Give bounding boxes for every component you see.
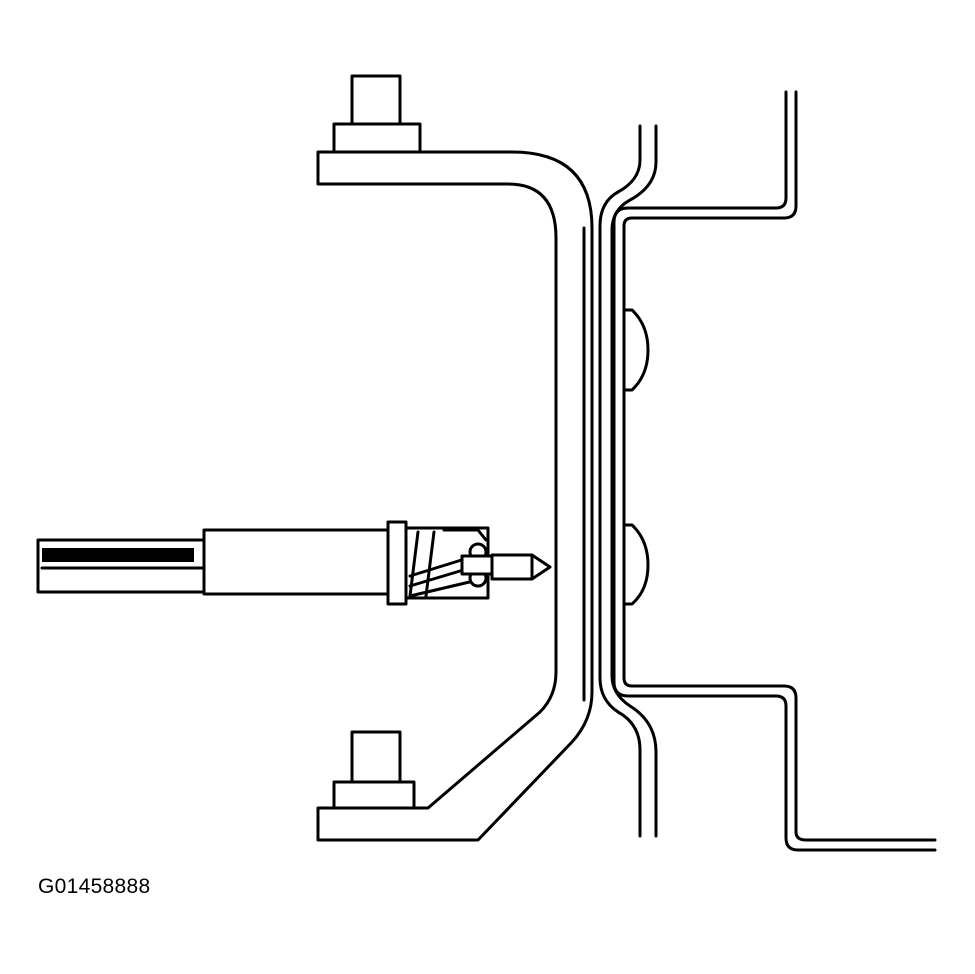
- outer-panel: [612, 90, 937, 852]
- stud-lower: [332, 730, 416, 810]
- hole-saw-tool: [36, 520, 552, 606]
- spot-weld-lower: [622, 523, 650, 606]
- stud-upper: [332, 74, 422, 154]
- bracket: [316, 150, 594, 842]
- spot-weld-upper: [622, 308, 650, 392]
- figure-id-label: G01458888: [38, 875, 151, 898]
- inner-panel: [598, 124, 658, 838]
- spot-welds: [622, 308, 650, 606]
